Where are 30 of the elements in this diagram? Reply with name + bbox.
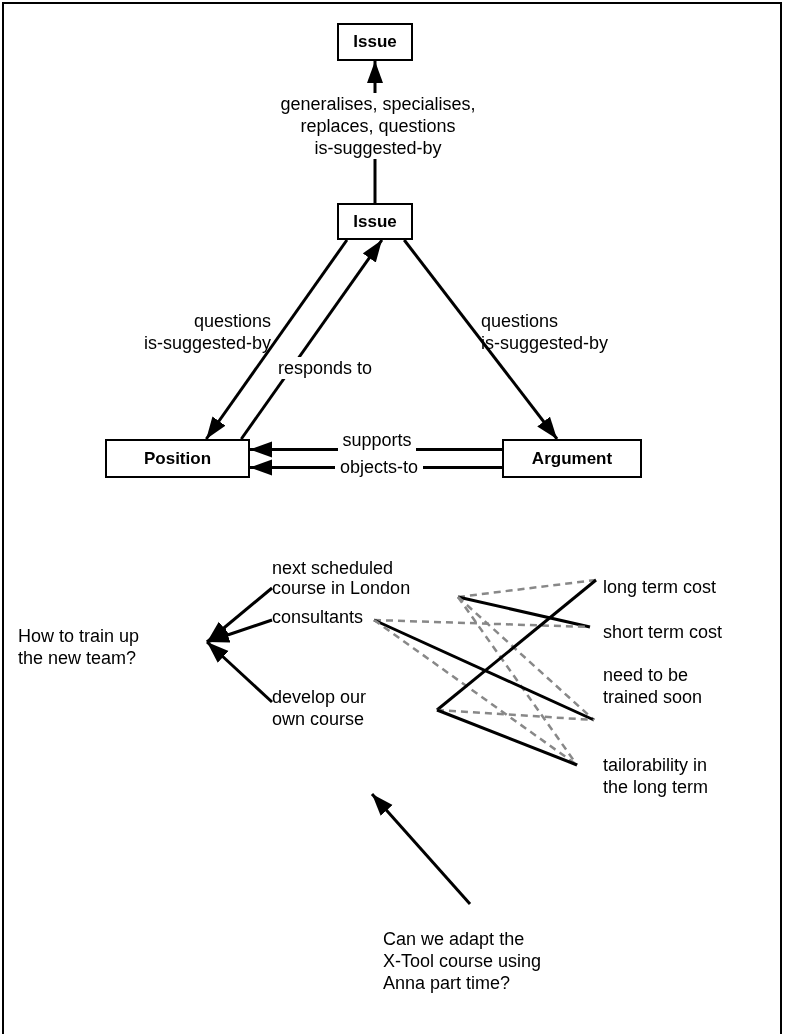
node-text: develop our own course xyxy=(272,686,368,730)
node-text: tailorability in the long term xyxy=(603,754,710,798)
arrow xyxy=(206,640,273,704)
node-text: long term cost xyxy=(603,576,717,598)
node-text: short term cost xyxy=(603,621,723,643)
dashed-line xyxy=(373,619,578,766)
arrow xyxy=(206,586,273,644)
arrow xyxy=(403,239,559,440)
entity-box: Argument xyxy=(502,439,642,478)
node-text: How to train up the new team? xyxy=(18,625,141,669)
node-text: consultants xyxy=(272,606,364,628)
arrow xyxy=(205,239,349,440)
arrow xyxy=(206,618,273,644)
connector-line xyxy=(457,595,591,629)
arrow xyxy=(370,793,472,905)
dashed-line xyxy=(456,596,579,766)
connector-line xyxy=(436,708,578,767)
edge-label: questions is-suggested-by xyxy=(480,310,610,354)
connector-line xyxy=(436,578,597,712)
arrow xyxy=(240,239,384,440)
node-text: need to be trained soon xyxy=(603,664,704,708)
node-text: next scheduled course in London xyxy=(272,558,412,598)
entity-box: Position xyxy=(105,439,250,478)
node-text: Can we adapt the X-Tool course using Anna part time? xyxy=(383,928,543,994)
dashed-line xyxy=(457,578,597,599)
entity-box: Issue xyxy=(337,23,413,61)
entity-box: Issue xyxy=(337,203,413,240)
edge-label: questions is-suggested-by xyxy=(142,310,272,354)
connector-line xyxy=(373,618,595,722)
dashed-line xyxy=(457,596,595,721)
